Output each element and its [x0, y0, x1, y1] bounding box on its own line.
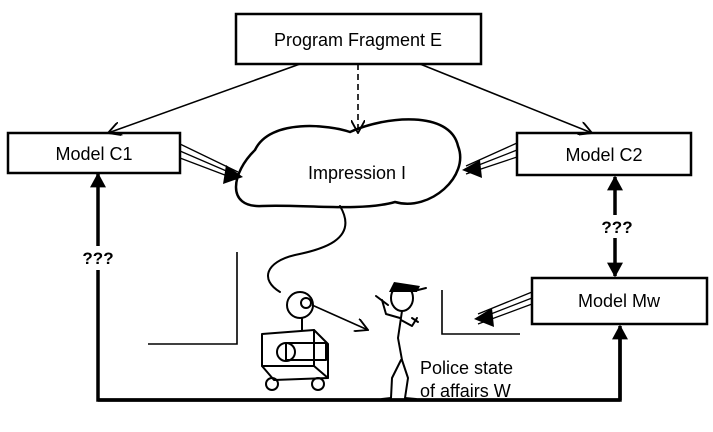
scene-frame-left: [148, 252, 238, 345]
scene-frame-right: [441, 290, 520, 335]
unknown-label-right: ???: [601, 218, 632, 237]
model-mw-label: Model Mw: [578, 291, 661, 311]
robot-cable: [267, 205, 347, 293]
robot-observer: [261, 205, 368, 391]
impression-label: Impression I: [308, 163, 406, 183]
robot-gaze-arrow: [311, 304, 368, 330]
model-c1-label: Model C1: [55, 144, 132, 164]
model-c2-node: Model C2: [515, 131, 693, 177]
model-mw-node: Model Mw: [530, 276, 709, 326]
rays-c1-to-impression: [179, 143, 243, 184]
police-state-line1: Police state: [420, 358, 513, 378]
program-fragment-node: Program Fragment E: [234, 12, 483, 66]
arrow-e-to-c1: [108, 63, 301, 133]
rays-c2-to-impression: [462, 142, 518, 178]
rays-w-to-mw: [474, 291, 533, 327]
model-c1-node: Model C1: [6, 131, 182, 175]
unknown-label-left: ???: [82, 249, 113, 268]
police-officer-figure: [375, 282, 427, 400]
program-fragment-label: Program Fragment E: [274, 30, 442, 50]
loop-arrow-to-mw: [98, 324, 628, 402]
arrow-e-to-c2: [419, 63, 592, 133]
model-c2-label: Model C2: [565, 145, 642, 165]
impression-node: Impression I: [234, 118, 462, 209]
police-state-line2: of affairs W: [420, 381, 511, 401]
